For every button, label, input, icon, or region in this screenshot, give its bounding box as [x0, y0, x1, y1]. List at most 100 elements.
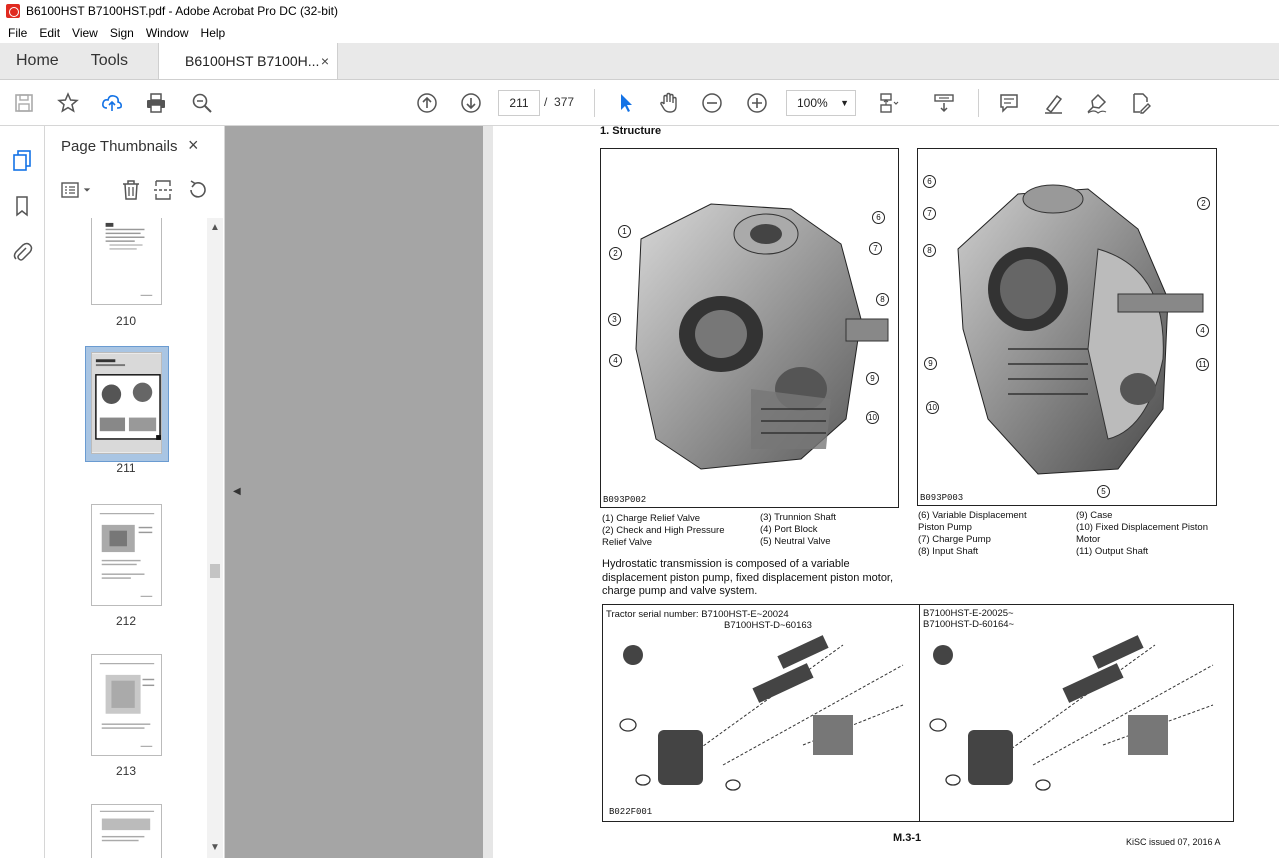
description-paragraph: Hydrostatic transmission is composed of … — [602, 558, 894, 597]
page-thumbnails-panel: Page Thumbnails × 210 — [45, 126, 225, 858]
menu-file[interactable]: File — [8, 25, 28, 40]
delete-page-icon[interactable] — [119, 178, 143, 202]
tab-tools[interactable]: Tools — [90, 52, 129, 69]
page-count: / 377 — [544, 95, 574, 109]
edit-document-icon[interactable] — [1129, 91, 1153, 115]
thumbnail-scrollbar[interactable]: ▲ ▼ — [207, 218, 223, 858]
thumbnail-page-image — [91, 654, 162, 756]
zoom-level-value: 100% — [797, 96, 828, 110]
callout-4: 4 — [609, 354, 622, 367]
print-icon[interactable] — [144, 91, 168, 115]
window-titlebar: B6100HST B7100HST.pdf - Adobe Acrobat Pr… — [0, 0, 1279, 22]
callout-9: 9 — [866, 372, 879, 385]
serial-left: Tractor serial number: B7100HST-E~20024 … — [606, 609, 812, 631]
menu-edit[interactable]: Edit — [39, 25, 61, 40]
page-margin — [483, 126, 493, 858]
highlight-pen-icon[interactable] — [1041, 91, 1065, 115]
tab-bar: Home Tools B6100HST B7100H... × — [0, 43, 1279, 80]
zoom-out-icon[interactable] — [700, 91, 724, 115]
serial-right: B7100HST-E-20025~ B7100HST-D-60164~ — [923, 608, 1014, 630]
tab-document[interactable]: B6100HST B7100H... × — [158, 43, 339, 79]
select-cursor-icon[interactable] — [614, 91, 638, 115]
figure-code: B022F001 — [609, 807, 653, 817]
menu-view[interactable]: View — [72, 25, 98, 40]
thumbnail-page-label: 210 — [115, 314, 137, 328]
menu-help[interactable]: Help — [200, 25, 226, 40]
exploded-diagram — [619, 635, 1214, 791]
callout-11: 11 — [1196, 358, 1209, 371]
serial-line: Tractor serial number: B7100HST-E~20024 — [606, 609, 789, 620]
next-page-icon[interactable] — [459, 91, 483, 115]
upload-cloud-icon[interactable] — [100, 91, 124, 115]
thumbnail-page-image — [91, 218, 162, 305]
extract-pages-icon[interactable] — [151, 178, 175, 202]
toolbar-divider — [978, 89, 979, 117]
page-footer-issue: KiSC issued 07, 2016 A — [1126, 837, 1221, 847]
rotate-page-icon[interactable] — [185, 178, 209, 202]
document-workspace: ◀ — [225, 126, 483, 858]
legend-line: Piston Pump — [918, 522, 972, 533]
callout-8: 8 — [923, 244, 936, 257]
bookmark-star-icon[interactable] — [56, 91, 80, 115]
zoom-search-icon[interactable] — [190, 91, 214, 115]
zoom-level-select[interactable]: 100% ▼ — [786, 90, 856, 116]
main-toolbar: 211 / 377 100% ▼ — [0, 80, 1279, 126]
chevron-up-icon[interactable]: ▲ — [210, 222, 220, 233]
thumbnail-page-label: 211 — [116, 461, 136, 475]
scroll-mode-icon[interactable] — [932, 91, 956, 115]
comment-icon[interactable] — [997, 91, 1021, 115]
acrobat-app-icon — [6, 4, 20, 18]
collapse-panel-icon[interactable]: ◀ — [233, 486, 241, 497]
attachments-icon[interactable] — [10, 240, 34, 264]
figure-hst-rear: B093P003 — [917, 148, 1217, 506]
legend-line: (11) Output Shaft — [1076, 546, 1149, 557]
scrollbar-thumb[interactable] — [210, 564, 220, 578]
navigation-rail — [0, 126, 45, 858]
menu-sign[interactable]: Sign — [109, 25, 134, 40]
serial-line: B7100HST-E-20025~ — [923, 608, 1014, 619]
callout-5: 5 — [1097, 485, 1110, 498]
callout-10: 10 — [866, 411, 879, 424]
hand-tool-icon[interactable] — [657, 91, 681, 115]
callout-7: 7 — [923, 207, 936, 220]
callout-1: 1 — [618, 225, 631, 238]
tab-close-icon[interactable]: × — [320, 53, 330, 69]
page-fit-icon[interactable] — [876, 91, 900, 115]
thumbnail-page-image — [91, 504, 162, 606]
sign-pen-icon[interactable] — [1085, 91, 1109, 115]
legend-line: (2) Check and High Pressure — [602, 525, 725, 536]
chevron-down-icon[interactable]: ▼ — [210, 842, 220, 853]
thumbnail-options-icon[interactable] — [59, 178, 83, 202]
window-title: B6100HST B7100HST.pdf - Adobe Acrobat Pr… — [26, 4, 338, 18]
callout-4: 4 — [1196, 324, 1209, 337]
document-page: 1. Structure B093P002 1 2 3 4 6 7 8 9 10 — [493, 125, 1279, 858]
tab-document-label: B6100HST B7100H... — [185, 53, 320, 69]
figure-exploded-views: B022F001 — [602, 604, 1234, 822]
chevron-down-icon[interactable] — [81, 178, 93, 202]
close-icon[interactable]: × — [188, 135, 199, 155]
menu-window[interactable]: Window — [145, 25, 189, 40]
legend-left-b: (3) Trunnion Shaft (4) Port Block (5) Ne… — [760, 512, 836, 548]
tab-home[interactable]: Home — [16, 52, 59, 69]
callout-10: 10 — [926, 401, 939, 414]
callout-9: 9 — [924, 357, 937, 370]
zoom-in-icon[interactable] — [745, 91, 769, 115]
hst-front-photo — [635, 203, 889, 470]
thumbnail-page-image — [91, 804, 162, 858]
thumbnail-page-label: 212 — [115, 614, 137, 628]
toolbar-divider — [594, 89, 595, 117]
previous-page-icon[interactable] — [415, 91, 439, 115]
chevron-down-icon: ▼ — [840, 98, 849, 108]
legend-line: (1) Charge Relief Valve — [602, 513, 701, 524]
save-icon[interactable] — [12, 91, 36, 115]
legend-line: (8) Input Shaft — [918, 546, 979, 557]
legend-line: (5) Neutral Valve — [760, 536, 831, 547]
thumbnail-list: 210 211 212 213 — [45, 218, 207, 858]
page-thumbnails-icon[interactable] — [10, 148, 34, 172]
section-heading: 1. Structure — [600, 125, 662, 137]
serial-line: B7100HST-D-60164~ — [923, 619, 1015, 630]
page-number-input[interactable]: 211 — [498, 90, 540, 116]
thumbnail-page-label: 213 — [115, 764, 137, 778]
thumbnail-toolbar — [59, 178, 219, 204]
bookmarks-icon[interactable] — [10, 194, 34, 218]
